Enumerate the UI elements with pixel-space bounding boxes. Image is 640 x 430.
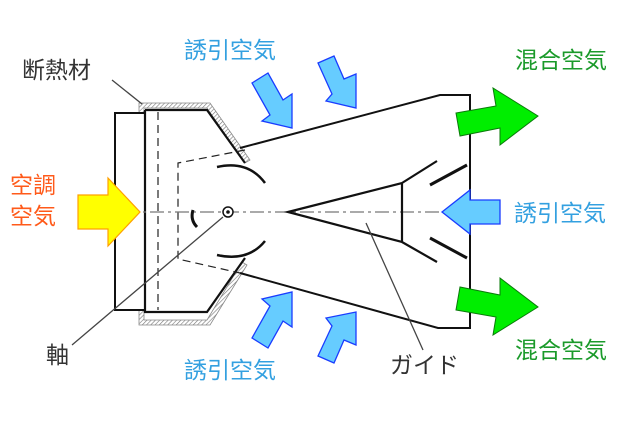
mixed-arrow [455, 86, 539, 147]
induced-arrow [251, 72, 293, 129]
label-induced-air-right: 誘引空気 [514, 201, 606, 227]
insulation-leader [111, 79, 143, 105]
mixed-air-arrows [455, 86, 539, 337]
label-shaft: 軸 [46, 343, 69, 369]
induced-air-arrows [251, 55, 501, 364]
conditioned-air-arrow [77, 176, 141, 248]
guide-vanes [429, 163, 468, 260]
label-insulation: 断熱材 [22, 58, 91, 84]
induced-arrow [251, 291, 293, 349]
mixed-arrow [455, 276, 539, 337]
dashed-outline [157, 112, 246, 310]
induced-arrow [440, 188, 501, 236]
upper-blade-arc [216, 164, 267, 184]
guide-leader [365, 222, 424, 351]
label-guide: ガイド [390, 353, 459, 379]
label-conditioned-air-2: 空気 [10, 204, 56, 230]
label-induced-air-top: 誘引空気 [184, 38, 276, 64]
lower-blade-arc [216, 240, 266, 258]
insulation-layer [138, 102, 251, 326]
housing [143, 108, 246, 314]
induced-arrow [317, 311, 357, 364]
slot [190, 209, 199, 229]
label-mixed-air-top: 混合空気 [515, 48, 607, 74]
label-conditioned-air-1: 空調 [10, 173, 56, 199]
induced-arrow [317, 55, 357, 109]
shaft-leader [71, 216, 224, 346]
label-mixed-air-bottom: 混合空気 [515, 338, 607, 364]
guide-cone [283, 160, 438, 263]
label-induced-air-bottom: 誘引空気 [184, 358, 276, 384]
